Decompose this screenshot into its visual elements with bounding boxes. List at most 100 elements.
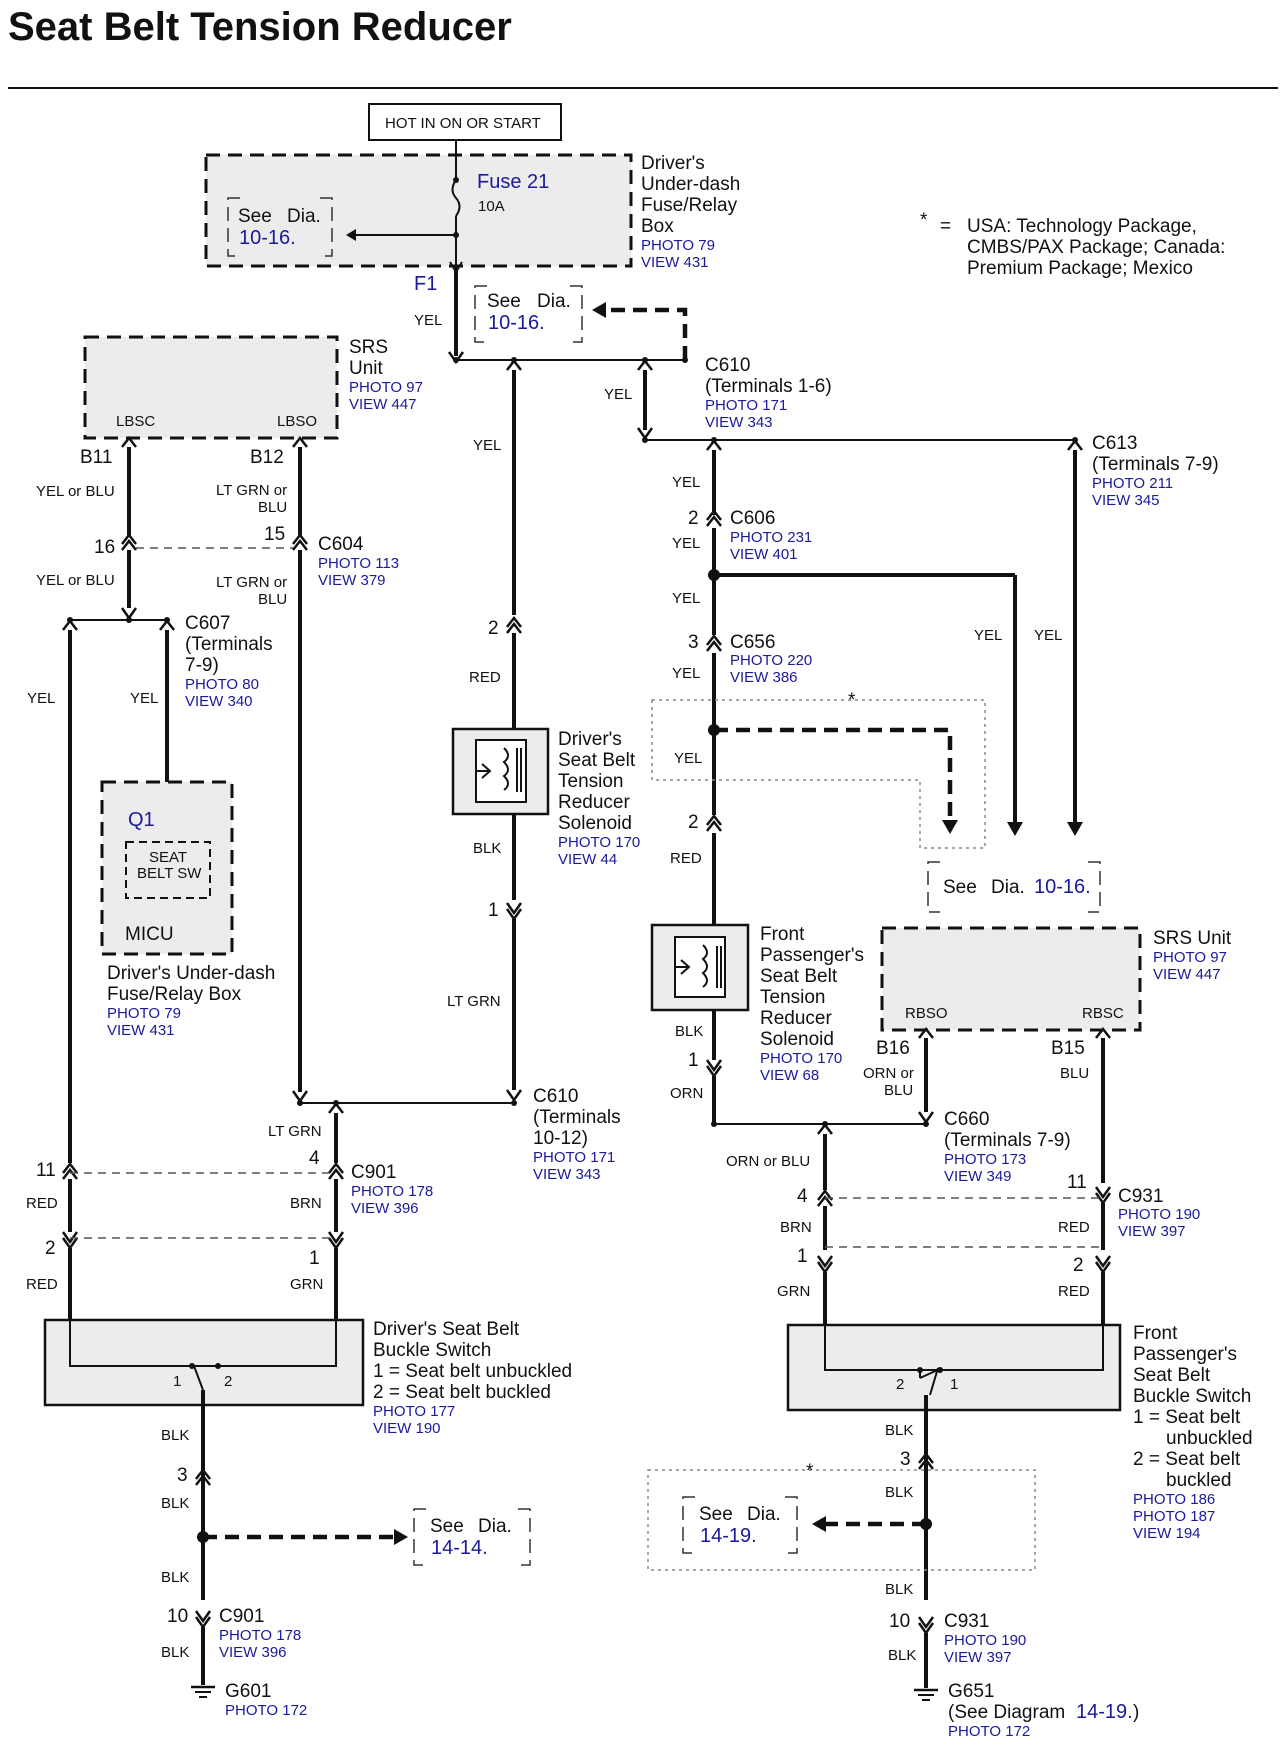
buckle-name: 1 = Seat belt unbuckled <box>373 1361 572 1382</box>
see-dia-bracket <box>682 1496 798 1554</box>
wire-color: BLK <box>161 1644 189 1661</box>
ground-photo: PHOTO 172 <box>225 1702 307 1719</box>
connector-sub: (Terminals 1-6) <box>705 376 832 397</box>
connector-pin: 1 <box>309 1248 320 1269</box>
buckle-name: buckled <box>1166 1470 1232 1491</box>
fuse-rating: 10A <box>478 198 505 215</box>
connector-photo: PHOTO 173 <box>944 1151 1026 1168</box>
connector-name: C931 <box>944 1611 989 1632</box>
micu-box-name: Driver's Under-dash <box>107 963 275 984</box>
connector-view: VIEW 343 <box>705 414 773 431</box>
srs-name: Unit <box>349 358 384 379</box>
connector-pin: 16 <box>94 537 115 558</box>
wire-color: YEL <box>27 690 55 707</box>
connector-pin: 15 <box>264 524 285 545</box>
wire-color: BLK <box>885 1581 913 1598</box>
wire-color: YEL or BLU <box>36 483 115 500</box>
wire-color: YEL <box>974 627 1002 644</box>
srs-pin: RBSO <box>905 1005 948 1022</box>
connector-pin: 3 <box>900 1449 911 1470</box>
wire-color: YEL <box>672 665 700 682</box>
buckle-photo: PHOTO 187 <box>1133 1508 1215 1525</box>
wire-color: RED <box>26 1276 58 1293</box>
wire-color: BLU <box>1060 1065 1089 1082</box>
solenoid-name: Passenger's <box>760 945 864 966</box>
wire-color: BRN <box>290 1195 322 1212</box>
page-title: Seat Belt Tension Reducer <box>8 5 512 49</box>
wire-color: ORN or <box>863 1065 914 1082</box>
connector-pin: 2 <box>688 812 699 833</box>
see-dia-label: See <box>238 206 272 227</box>
see-dia-label: See <box>487 291 521 312</box>
wire-color: BLU <box>258 591 287 608</box>
connector-sub: (Terminals <box>185 634 273 655</box>
buckle-photo: PHOTO 186 <box>1133 1491 1215 1508</box>
srs-name: SRS Unit <box>1153 928 1232 949</box>
buckle-view: VIEW 190 <box>373 1420 441 1437</box>
connector-pin: 2 <box>45 1238 56 1259</box>
srs-photo: PHOTO 97 <box>1153 949 1227 966</box>
see-dia-bracket <box>227 197 333 257</box>
ground-name: G651 <box>948 1681 994 1702</box>
option-star: * <box>806 1461 814 1482</box>
solenoid-name: Solenoid <box>558 813 632 834</box>
option-star: * <box>848 690 856 711</box>
wire-color: BRN <box>780 1219 812 1236</box>
micu-box <box>100 780 234 956</box>
connector-view: VIEW 397 <box>1118 1223 1186 1240</box>
wire-color: YEL or BLU <box>36 572 115 589</box>
wire-color: YEL <box>414 312 442 329</box>
footnote-star: * <box>920 210 928 231</box>
connector-name: C656 <box>730 632 775 653</box>
connector-name: C901 <box>219 1606 264 1627</box>
buckle-name: 2 = Seat belt <box>1133 1449 1241 1470</box>
fuse-box-name: Driver's <box>641 153 705 174</box>
hot-label-box <box>368 103 562 141</box>
connector-photo: PHOTO 211 <box>1092 475 1173 492</box>
wire-color: RED <box>1058 1219 1090 1236</box>
micu-view: VIEW 431 <box>107 1022 175 1039</box>
switch-pin: 2 <box>896 1376 904 1393</box>
see-dia-label: Dia. <box>747 1504 781 1525</box>
passenger-buckle-switch <box>786 1323 1122 1412</box>
connector-pin: 2 <box>1073 1255 1084 1276</box>
buckle-name: Buckle Switch <box>1133 1386 1251 1407</box>
see-dia-link: 10-16. <box>239 227 296 249</box>
ground-name: G601 <box>225 1681 271 1702</box>
switch-pin: 1 <box>173 1373 181 1390</box>
see-dia-label: See <box>699 1504 733 1525</box>
connector-photo: PHOTO 231 <box>730 529 812 546</box>
connector-name: C607 <box>185 613 230 634</box>
connector-photo: PHOTO 190 <box>944 1632 1026 1649</box>
ground-sub-link: 14-19. <box>1076 1701 1133 1723</box>
connector-view: VIEW 345 <box>1092 492 1160 509</box>
connector-view: VIEW 396 <box>351 1200 419 1217</box>
wire-color: LT GRN or <box>216 482 287 499</box>
wire-color: BLK <box>885 1484 913 1501</box>
see-dia-label: Dia. <box>537 291 571 312</box>
connector-photo: PHOTO 190 <box>1118 1206 1200 1223</box>
buckle-photo: PHOTO 177 <box>373 1403 455 1420</box>
connector-name: C610 <box>705 355 750 376</box>
fuse-box-name: Fuse/Relay <box>641 195 738 216</box>
footnote-line: USA: Technology Package, <box>967 216 1197 237</box>
srs-pin: LBSC <box>116 413 155 430</box>
wire-color: RED <box>670 850 702 867</box>
connector-sub: (Terminals <box>533 1107 621 1128</box>
wire-color: ORN <box>670 1085 703 1102</box>
wire-color: YEL <box>473 437 501 454</box>
wire-color: BLK <box>161 1427 189 1444</box>
connector-pin: 3 <box>177 1465 188 1486</box>
wire-color: YEL <box>1034 627 1062 644</box>
solenoid-name: Solenoid <box>760 1029 834 1050</box>
srs-pin: LBSO <box>277 413 317 430</box>
see-dia-link: 14-14. <box>431 1537 488 1559</box>
buckle-name: Seat Belt <box>1133 1365 1211 1386</box>
srs-terminal: B12 <box>250 447 284 468</box>
wire-color: YEL <box>674 750 702 767</box>
solenoid-view: VIEW 44 <box>558 851 617 868</box>
see-dia-label: See <box>943 877 977 898</box>
micu-name: MICU <box>125 924 174 945</box>
wire-color: YEL <box>130 690 158 707</box>
